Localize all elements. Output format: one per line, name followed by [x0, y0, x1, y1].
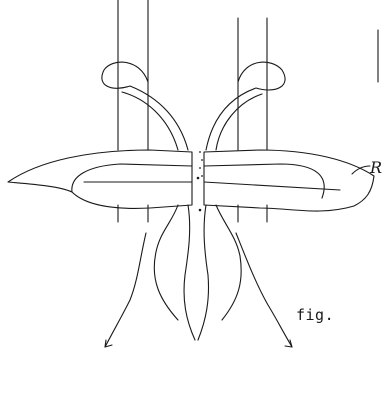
left-rod-pair [118, 0, 148, 222]
right-strand [198, 62, 292, 347]
edge-annotation: R [370, 158, 382, 177]
right-rod-pair [238, 18, 267, 222]
crosshatched-band-right [204, 150, 374, 211]
figure-label: fig. [296, 306, 334, 324]
edge-tick [352, 166, 370, 174]
crosshatched-band-left [8, 150, 192, 208]
stitch-marks [197, 151, 203, 211]
left-strand [102, 62, 195, 347]
